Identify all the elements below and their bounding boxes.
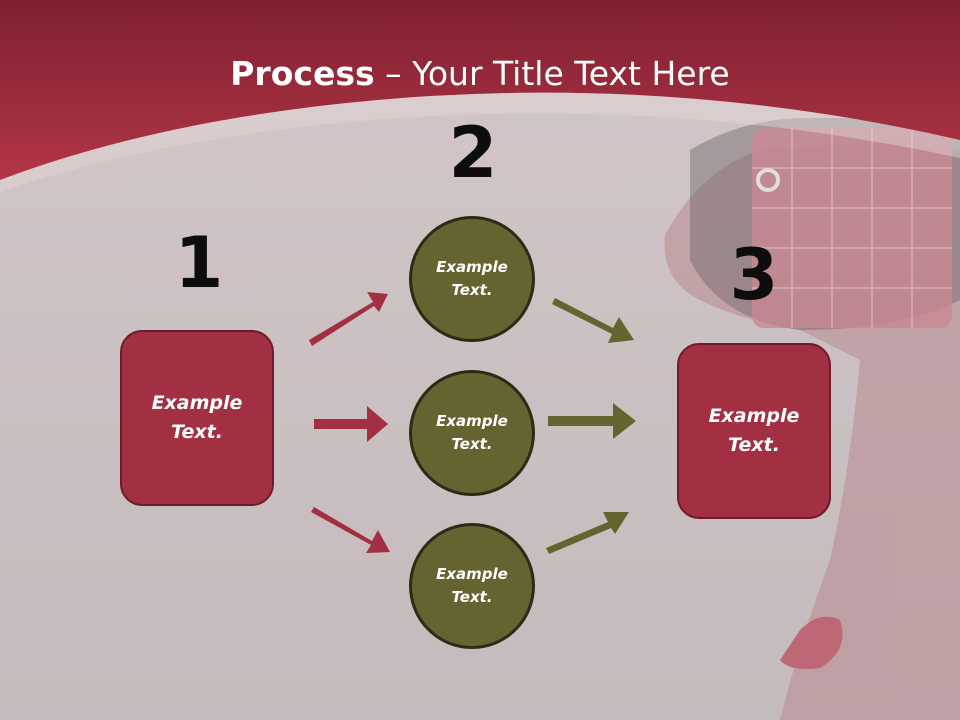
step-2-circle-bottom-label: Example Text. — [436, 565, 508, 606]
handbag-icon — [752, 128, 952, 328]
arrow-icon — [309, 292, 388, 346]
step-3-label: Example Text. — [708, 405, 800, 456]
step-2-circle-middle: Example Text. — [409, 370, 535, 496]
handbag-illustration — [664, 118, 960, 720]
step-1-box: Example Text. — [120, 330, 274, 506]
step-3-number: 3 — [729, 234, 779, 316]
step-1-number: 1 — [174, 222, 224, 304]
step-2-circle-bottom: Example Text. — [409, 523, 535, 649]
step-3-box: Example Text. — [677, 343, 831, 519]
step-2-circle-middle-label: Example Text. — [436, 412, 508, 453]
arrow-icon — [311, 507, 390, 553]
arrow-icon — [548, 403, 636, 439]
step-1-label: Example Text. — [151, 392, 243, 443]
title-bold: Process — [230, 54, 375, 93]
step-2-number: 2 — [448, 112, 498, 194]
arrow-icon — [552, 298, 634, 343]
arrow-icon — [546, 512, 629, 554]
arrow-icon — [314, 406, 388, 442]
step-2-circle-top-label: Example Text. — [436, 258, 508, 299]
title-rest: – Your Title Text Here — [374, 54, 730, 93]
step-2-circle-top: Example Text. — [409, 216, 535, 342]
slide-title: Process – Your Title Text Here — [0, 52, 960, 96]
